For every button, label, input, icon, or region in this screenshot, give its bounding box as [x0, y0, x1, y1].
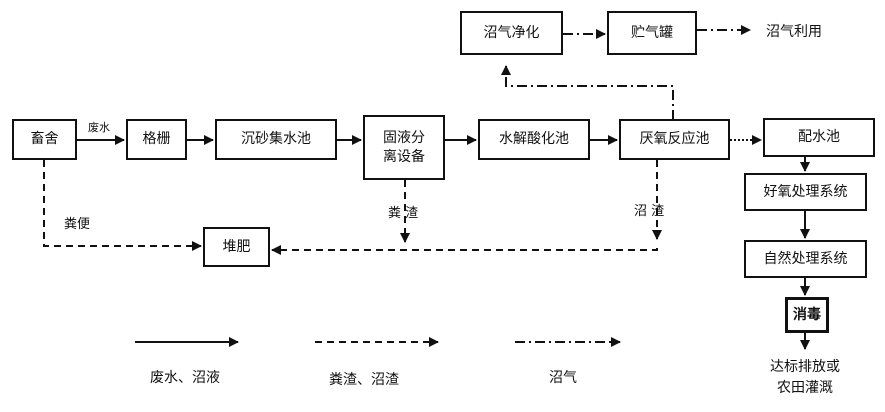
legend-dashdot-label: 沼气 — [549, 370, 577, 386]
label-dabiao-line1: 达标排放或 — [770, 359, 840, 375]
label-fenzha: 粪 渣 — [388, 206, 419, 221]
node-geshan: 格栅 — [126, 119, 187, 160]
label-zhaozha: 沼 渣 — [634, 204, 665, 219]
node-ziran: 自然处理系统 — [744, 240, 867, 278]
node-guye-line2: 离设备 — [383, 148, 425, 165]
legend-solid-label: 废水、沼液 — [150, 370, 220, 386]
node-zhuqiguan: 贮气罐 — [607, 11, 697, 55]
node-chushe: 畜舍 — [12, 119, 77, 160]
node-yanyang: 厌氧反应池 — [619, 119, 730, 160]
node-shuijie: 水解酸化池 — [478, 119, 590, 160]
node-guye: 固液分 离设备 — [363, 115, 445, 180]
node-xiaodu: 消毒 — [785, 297, 829, 333]
dashed-return-duifei — [271, 245, 658, 255]
node-haoyang: 好氧处理系统 — [744, 173, 867, 211]
label-zhaoqi-liyong: 沼气利用 — [766, 24, 822, 40]
node-zhaoqi-jinghua: 沼气净化 — [460, 11, 563, 55]
node-peishui: 配水池 — [763, 118, 875, 157]
node-guye-line1: 固液分 — [383, 129, 425, 146]
node-chensha: 沉砂集水池 — [215, 119, 337, 160]
legend-dashed-label: 粪渣、沼渣 — [329, 372, 399, 388]
label-feishui: 废水 — [88, 121, 110, 134]
label-dabiao-line2: 农田灌溉 — [777, 380, 833, 396]
label-fenbian: 粪便 — [64, 217, 91, 232]
label-dabiao: 达标排放或 农田灌溉 — [755, 357, 855, 399]
node-duifei: 堆肥 — [203, 227, 270, 267]
biogas-riser — [501, 65, 674, 120]
dashed-fenbian-line — [43, 160, 202, 251]
